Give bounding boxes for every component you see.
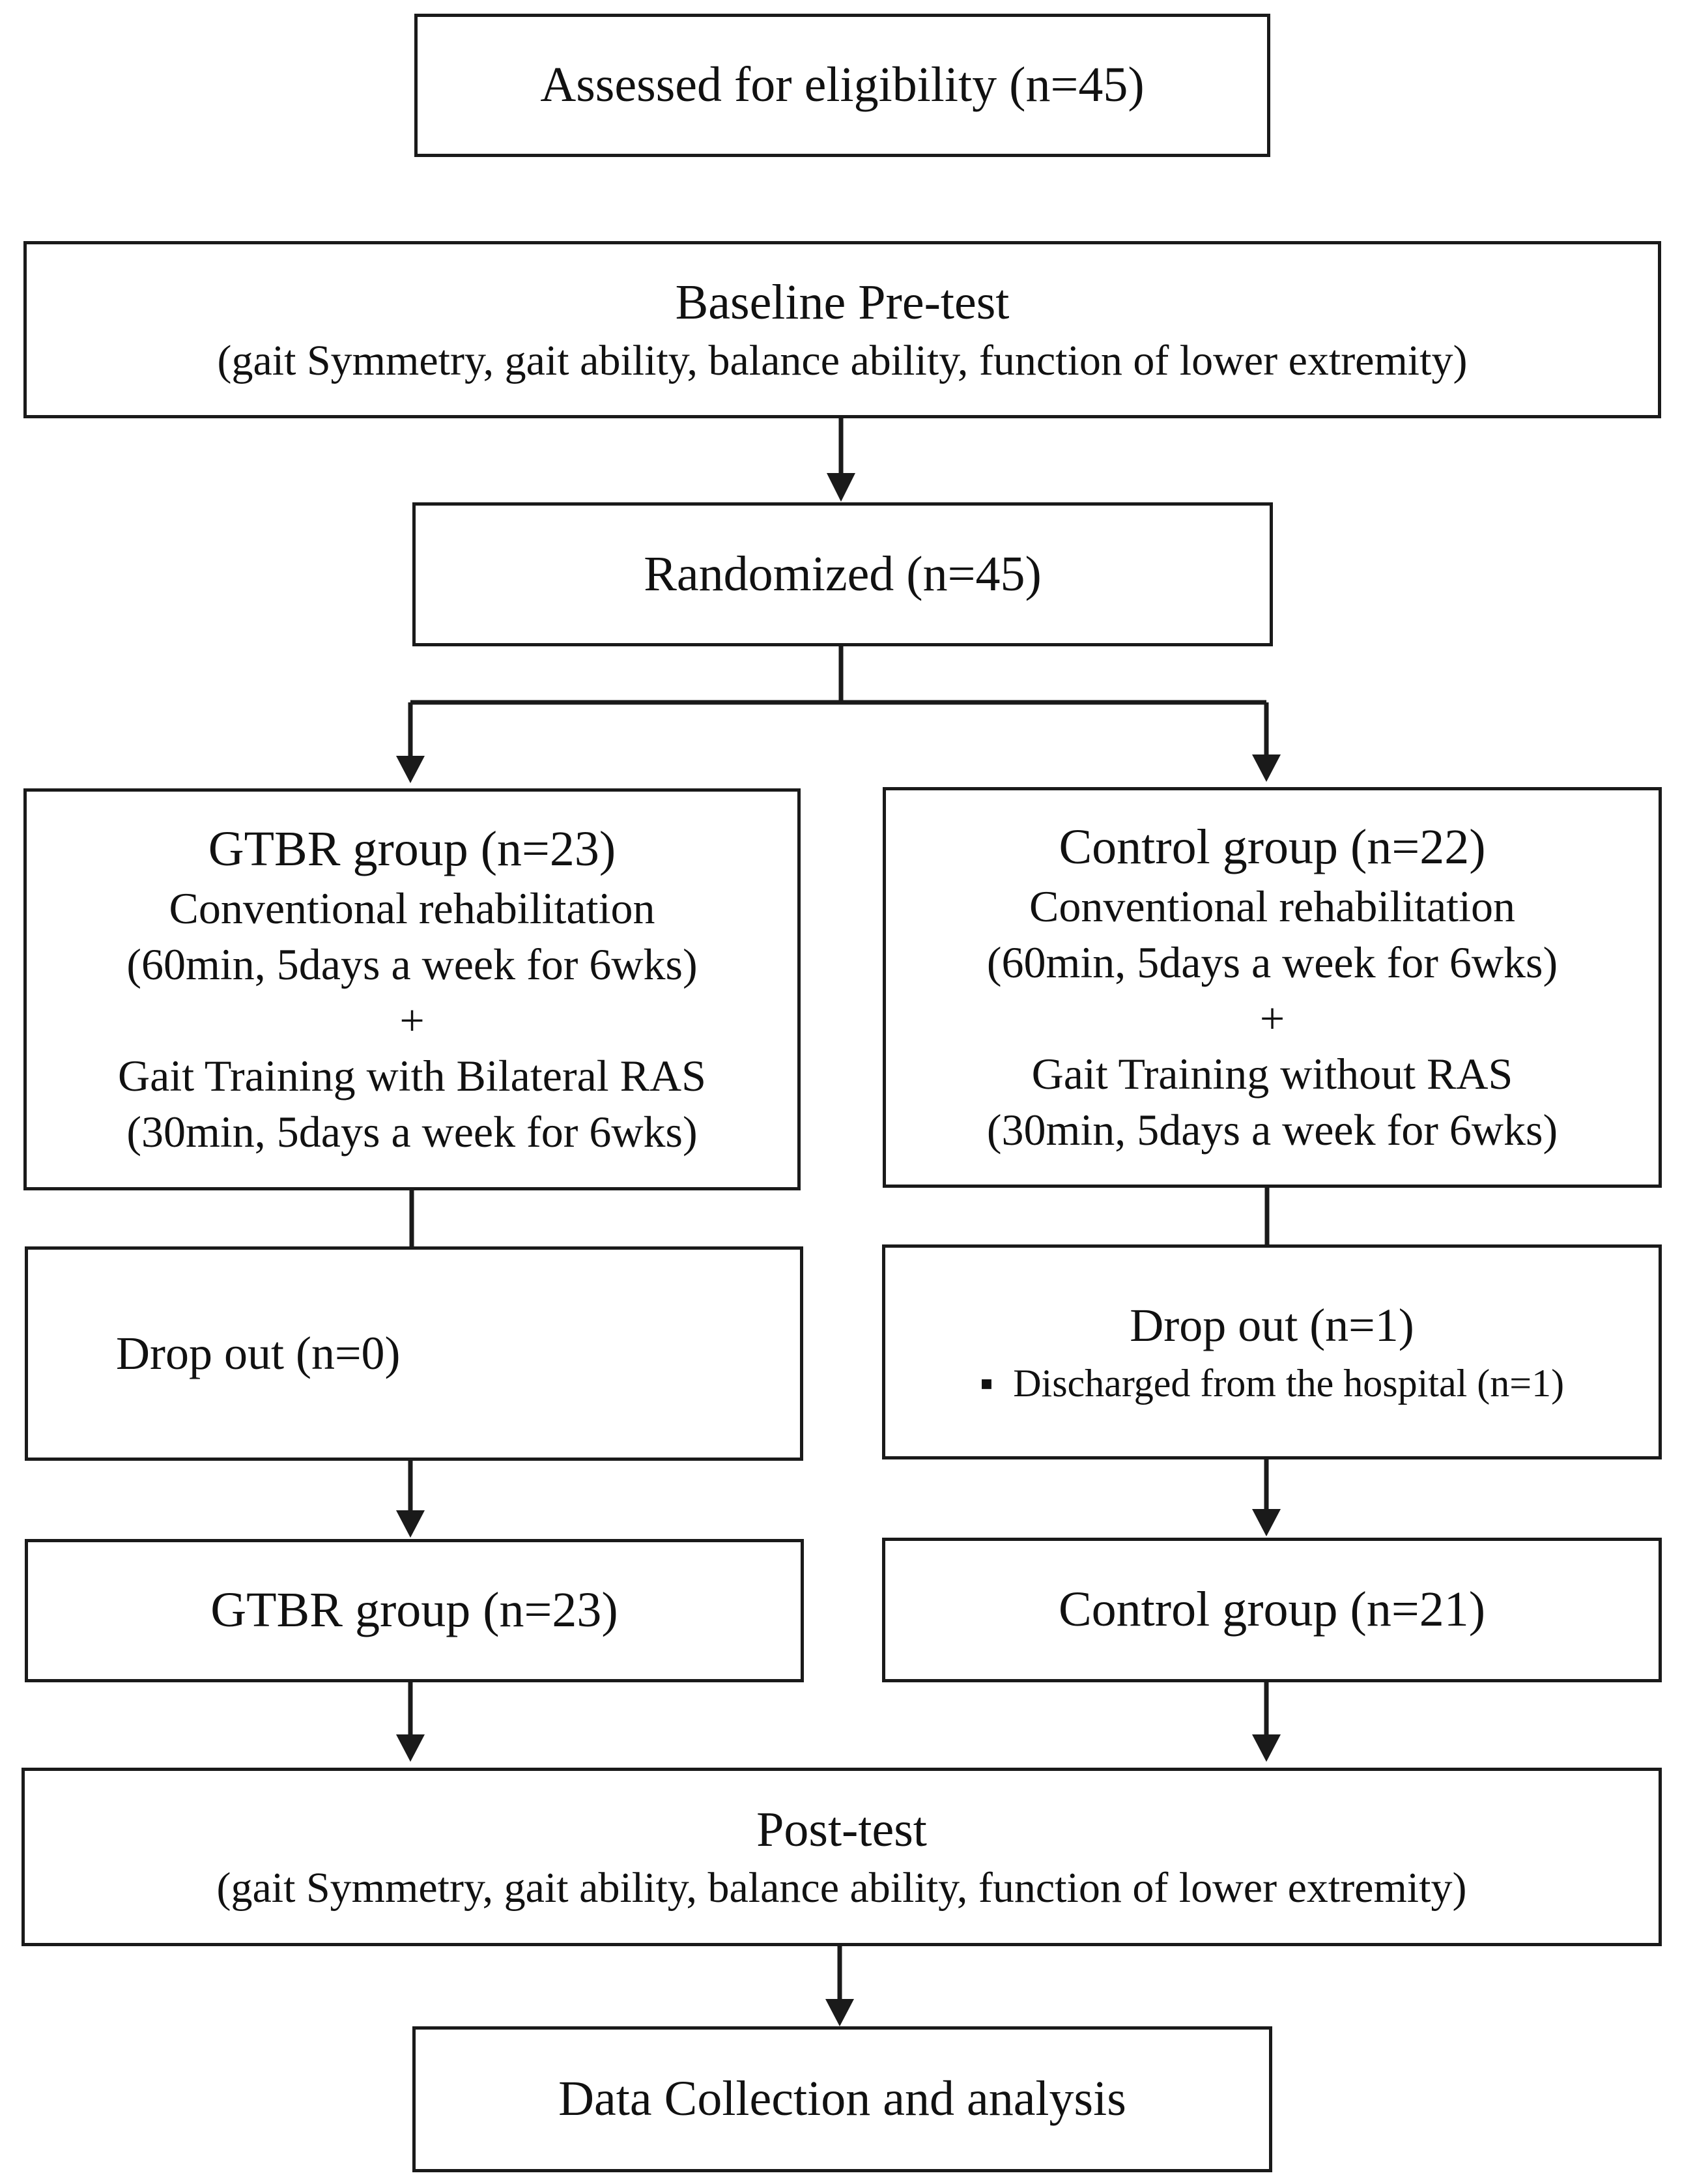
arrowhead-control-intervention: [1252, 754, 1281, 782]
control-final-box: Control group (n=21): [882, 1538, 1662, 1682]
bullet-icon: ▪: [979, 1361, 994, 1405]
gtbr-training-label: Gait Training with Bilateral RAS: [118, 1051, 706, 1101]
gtbr-final-label: GTBR group (n=23): [210, 1583, 618, 1638]
arrowhead-posttest-right: [1252, 1734, 1281, 1762]
gtbr-intervention-title: GTBR group (n=23): [208, 822, 616, 877]
control-intervention-title: Control group (n=22): [1059, 820, 1486, 875]
eligibility-label: Assessed for eligibility (n=45): [540, 57, 1145, 113]
randomized-box: Randomized (n=45): [412, 502, 1273, 646]
posttest-box: Post-test (gait Symmetry, gait ability, …: [21, 1768, 1662, 1946]
arrowhead-control-final: [1252, 1509, 1281, 1536]
eligibility-box: Assessed for eligibility (n=45): [414, 14, 1270, 157]
gtbr-dropout-box: Drop out (n=0): [25, 1246, 803, 1461]
arrowhead-randomized: [827, 473, 855, 502]
control-dropout-reason-row: ▪ Discharged from the hospital (n=1): [980, 1359, 1564, 1409]
arrowhead-gtbr-final: [396, 1510, 425, 1538]
gtbr-dropout-label: Drop out (n=0): [116, 1327, 401, 1380]
control-plus-sign: +: [1259, 993, 1285, 1043]
control-dropout-label: Drop out (n=1): [1130, 1299, 1414, 1351]
control-training-schedule: (30min, 5days a week for 6wks): [986, 1104, 1558, 1155]
arrowhead-analysis: [825, 1999, 854, 2026]
control-final-label: Control group (n=21): [1058, 1582, 1486, 1637]
gtbr-training-schedule: (30min, 5days a week for 6wks): [126, 1106, 698, 1157]
arrowhead-gtbr-intervention: [396, 756, 425, 783]
control-conventional-label: Conventional rehabilitation: [1029, 882, 1515, 932]
control-dropout-box: Drop out (n=1) ▪ Discharged from the hosp…: [882, 1244, 1662, 1459]
gtbr-intervention-box: GTBR group (n=23) Conventional rehabilit…: [23, 788, 801, 1190]
randomized-label: Randomized (n=45): [644, 546, 1042, 601]
gtbr-conventional-label: Conventional rehabilitation: [169, 884, 655, 934]
posttest-detail: (gait Symmetry, gait ability, balance ab…: [216, 1864, 1467, 1912]
gtbr-final-box: GTBR group (n=23): [25, 1539, 804, 1682]
analysis-label: Data Collection and analysis: [558, 2071, 1126, 2127]
baseline-title: Baseline Pre-test: [675, 274, 1010, 330]
baseline-detail: (gait Symmetry, gait ability, balance ab…: [217, 337, 1468, 385]
baseline-box: Baseline Pre-test (gait Symmetry, gait a…: [23, 241, 1661, 418]
analysis-box: Data Collection and analysis: [412, 2026, 1272, 2172]
control-conventional-schedule: (60min, 5days a week for 6wks): [986, 937, 1558, 987]
control-dropout-reason: Discharged from the hospital (n=1): [1013, 1361, 1565, 1405]
control-training-label: Gait Training without RAS: [1031, 1049, 1513, 1099]
posttest-title: Post-test: [756, 1802, 927, 1857]
gtbr-conventional-schedule: (60min, 5days a week for 6wks): [126, 939, 698, 989]
arrowhead-posttest-left: [396, 1734, 425, 1762]
control-intervention-box: Control group (n=22) Conventional rehabi…: [883, 787, 1662, 1188]
gtbr-plus-sign: +: [399, 995, 425, 1045]
